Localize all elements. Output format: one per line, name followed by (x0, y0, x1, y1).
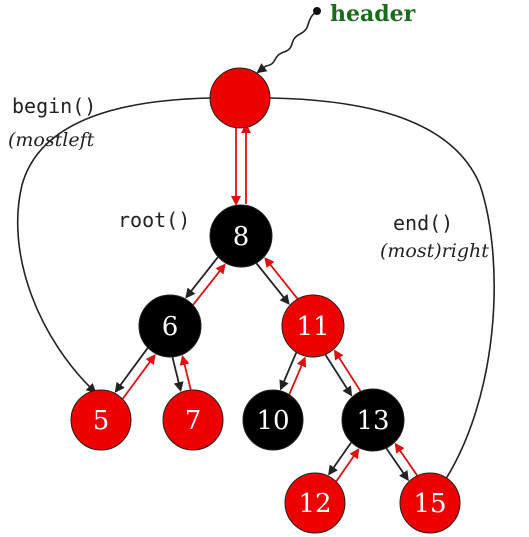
tree-node-6: 6 (138, 294, 202, 358)
tree-node-12: 12 (284, 472, 346, 534)
tree-node-15: 15 (399, 472, 461, 534)
node-key: 12 (298, 489, 331, 519)
child-link-n6-n5 (114, 347, 149, 393)
node-circle (399, 472, 461, 534)
tree-node-7: 7 (162, 389, 224, 451)
node-key: 8 (233, 222, 250, 252)
end-note: (most)right (380, 240, 489, 262)
parent-link-n12-n13 (335, 448, 360, 482)
node-layer: 8 6 11 5 7 10 13 12 15 (70, 67, 461, 534)
parent-link-n10-n11 (288, 356, 307, 395)
header-label: header (330, 1, 416, 27)
child-link-n13-n12 (328, 442, 352, 476)
parent-link-n15-n13 (394, 442, 418, 476)
child-link-n11-n10 (279, 352, 298, 391)
tree-node-5: 5 (70, 389, 132, 451)
parent-link-n13-n11 (333, 349, 362, 392)
parent-link-n6-n8 (192, 263, 226, 306)
node-key: 5 (93, 406, 110, 436)
header-pointer-dot (313, 7, 321, 15)
node-circle (70, 389, 132, 451)
parent-link-n5-n6 (122, 353, 156, 400)
begin-curve (16, 97, 211, 394)
parent-link-n7-n6 (179, 354, 192, 390)
node-key: 10 (256, 406, 289, 436)
child-link-n13-n15 (385, 447, 409, 482)
node-circle (242, 389, 304, 451)
header-pointer-squiggle (256, 11, 317, 74)
node-circle (209, 67, 271, 129)
child-link-n8-n6 (185, 256, 219, 299)
root-label: root() (118, 208, 190, 232)
parent-link-n11-n8 (264, 257, 299, 300)
node-circle (281, 294, 345, 358)
node-circle (284, 472, 346, 534)
child-link-n11-n13 (324, 354, 353, 397)
node-key: 6 (162, 312, 179, 342)
child-link-n8-n11 (255, 262, 290, 305)
tree-node-13: 13 (341, 388, 405, 452)
child-link-n6-n7 (171, 357, 184, 393)
node-key: 11 (296, 312, 329, 342)
node-key: 7 (185, 406, 202, 436)
node-key: 15 (413, 489, 446, 519)
node-circle (341, 388, 405, 452)
end-label: end() (393, 211, 453, 235)
begin-label: begin() (12, 94, 96, 118)
end-curve (269, 97, 495, 490)
tree-node-10: 10 (242, 389, 304, 451)
node-circle (138, 294, 202, 358)
begin-note: (mostleft (8, 129, 95, 151)
header-node (209, 67, 271, 129)
edge-layer (114, 256, 418, 482)
node-key: 13 (356, 406, 389, 436)
tree-node-11: 11 (281, 294, 345, 358)
tree-node-8: 8 (209, 204, 273, 268)
node-circle (162, 389, 224, 451)
node-circle (209, 204, 273, 268)
